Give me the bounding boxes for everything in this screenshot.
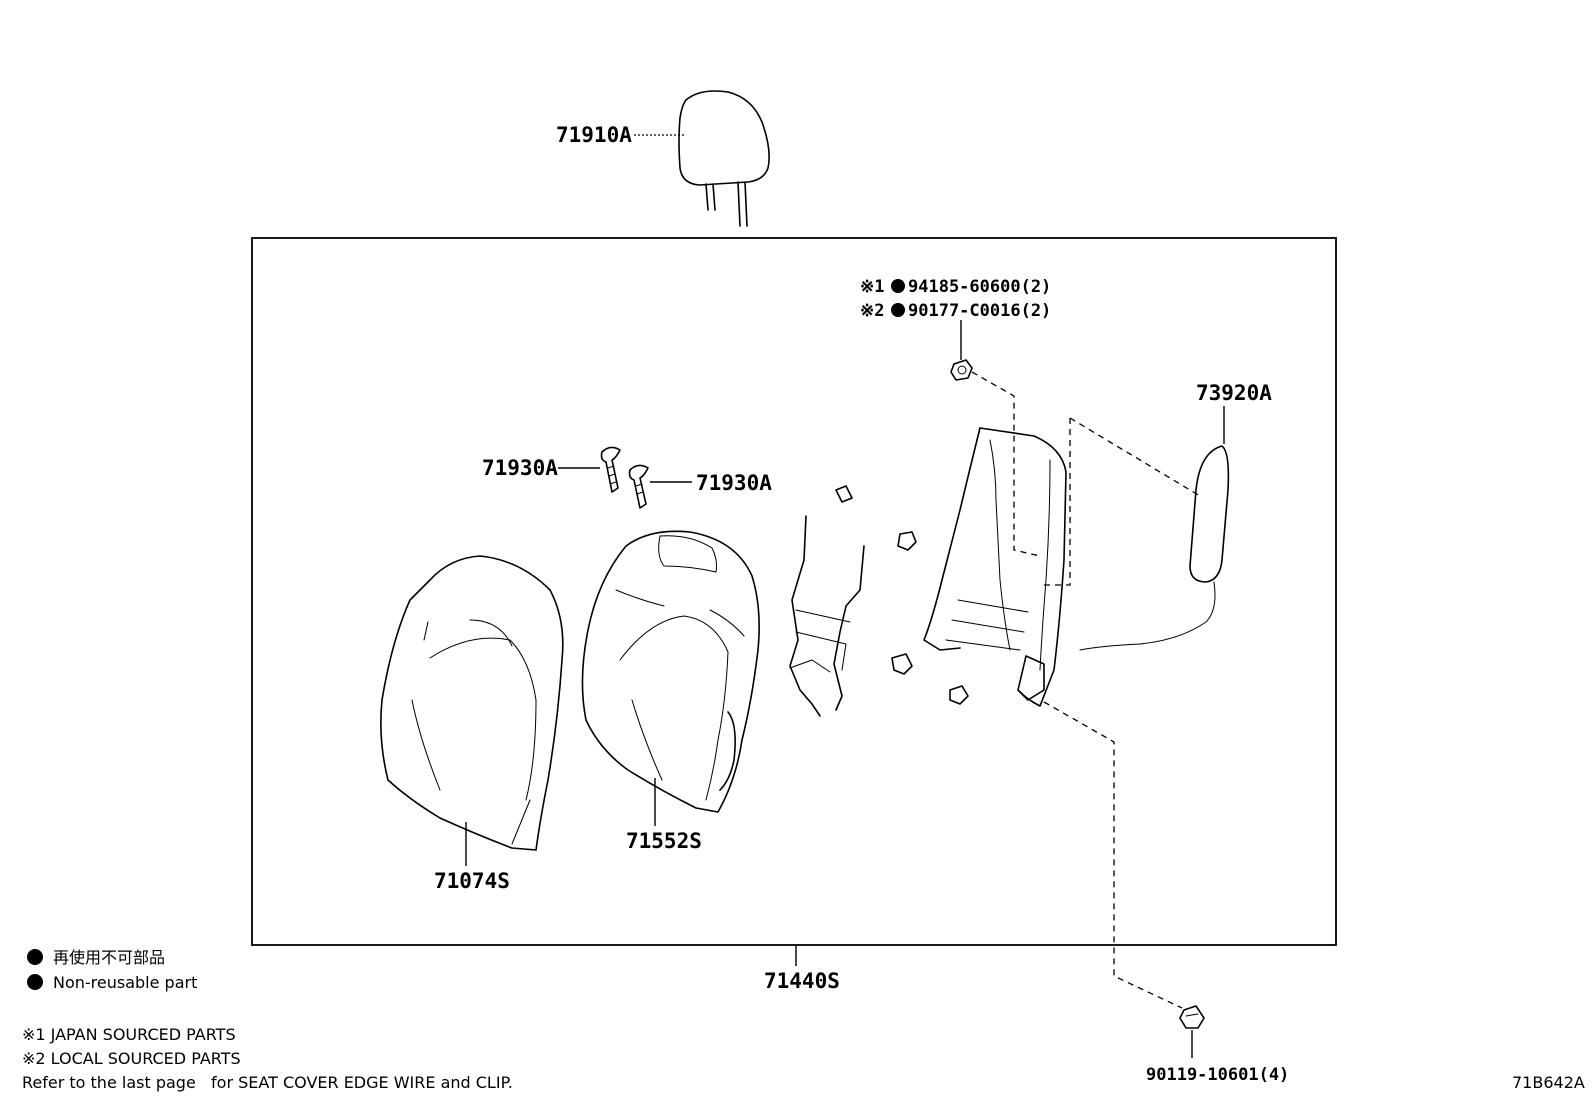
seatback-pad-drawing[interactable] <box>380 555 564 851</box>
headrest-label[interactable]: 71910A <box>556 123 632 147</box>
clip-right-label[interactable]: 71930A <box>696 471 772 495</box>
legend-dot-en <box>27 974 43 990</box>
clip-left-drawing[interactable] <box>600 446 621 493</box>
seatback-cover-drawing[interactable] <box>581 530 760 813</box>
legend-non-reusable-jp: 再使用不可部品 <box>53 948 165 967</box>
nut-callout-2-partno[interactable]: 90177-C0016(2) <box>908 301 1051 321</box>
non-reusable-dot-2 <box>891 303 905 317</box>
clip-right-drawing[interactable] <box>628 464 649 509</box>
nut-callout-2-marker: ※2 <box>860 301 884 321</box>
screw-drawing[interactable] <box>1179 1005 1205 1029</box>
non-reusable-dot-1 <box>891 279 905 293</box>
figure-id: 71B642A <box>1512 1073 1585 1092</box>
legend-non-reusable-en: Non-reusable part <box>53 973 197 992</box>
note-local-sourced: ※2 LOCAL SOURCED PARTS <box>22 1049 241 1068</box>
wire-bracket-drawing <box>789 485 865 717</box>
nut-callout-1-partno[interactable]: 94185-60600(2) <box>908 277 1051 297</box>
fastener-drawing <box>891 531 969 705</box>
screw-label[interactable]: 90119-10601(4) <box>1146 1065 1289 1085</box>
legend-dot-jp <box>27 949 43 965</box>
assembly-frame <box>251 237 1337 946</box>
nut-callout-1-marker: ※1 <box>860 277 884 297</box>
seat-frame-drawing <box>923 427 1067 707</box>
frame-unit-label[interactable]: 73920A <box>1196 381 1272 405</box>
nut-drawing[interactable] <box>950 359 973 381</box>
headrest-drawing[interactable] <box>678 90 770 227</box>
note-refer-last-page: Refer to the last page for SEAT COVER ED… <box>22 1073 513 1092</box>
note-japan-sourced: ※1 JAPAN SOURCED PARTS <box>22 1025 236 1044</box>
seatback-assy-label[interactable]: 71440S <box>764 969 840 993</box>
seatback-pad-label[interactable]: 71074S <box>434 869 510 893</box>
frame-unit-drawing[interactable] <box>1079 445 1230 651</box>
seatback-cover-label[interactable]: 71552S <box>626 829 702 853</box>
clip-left-label[interactable]: 71930A <box>482 456 558 480</box>
